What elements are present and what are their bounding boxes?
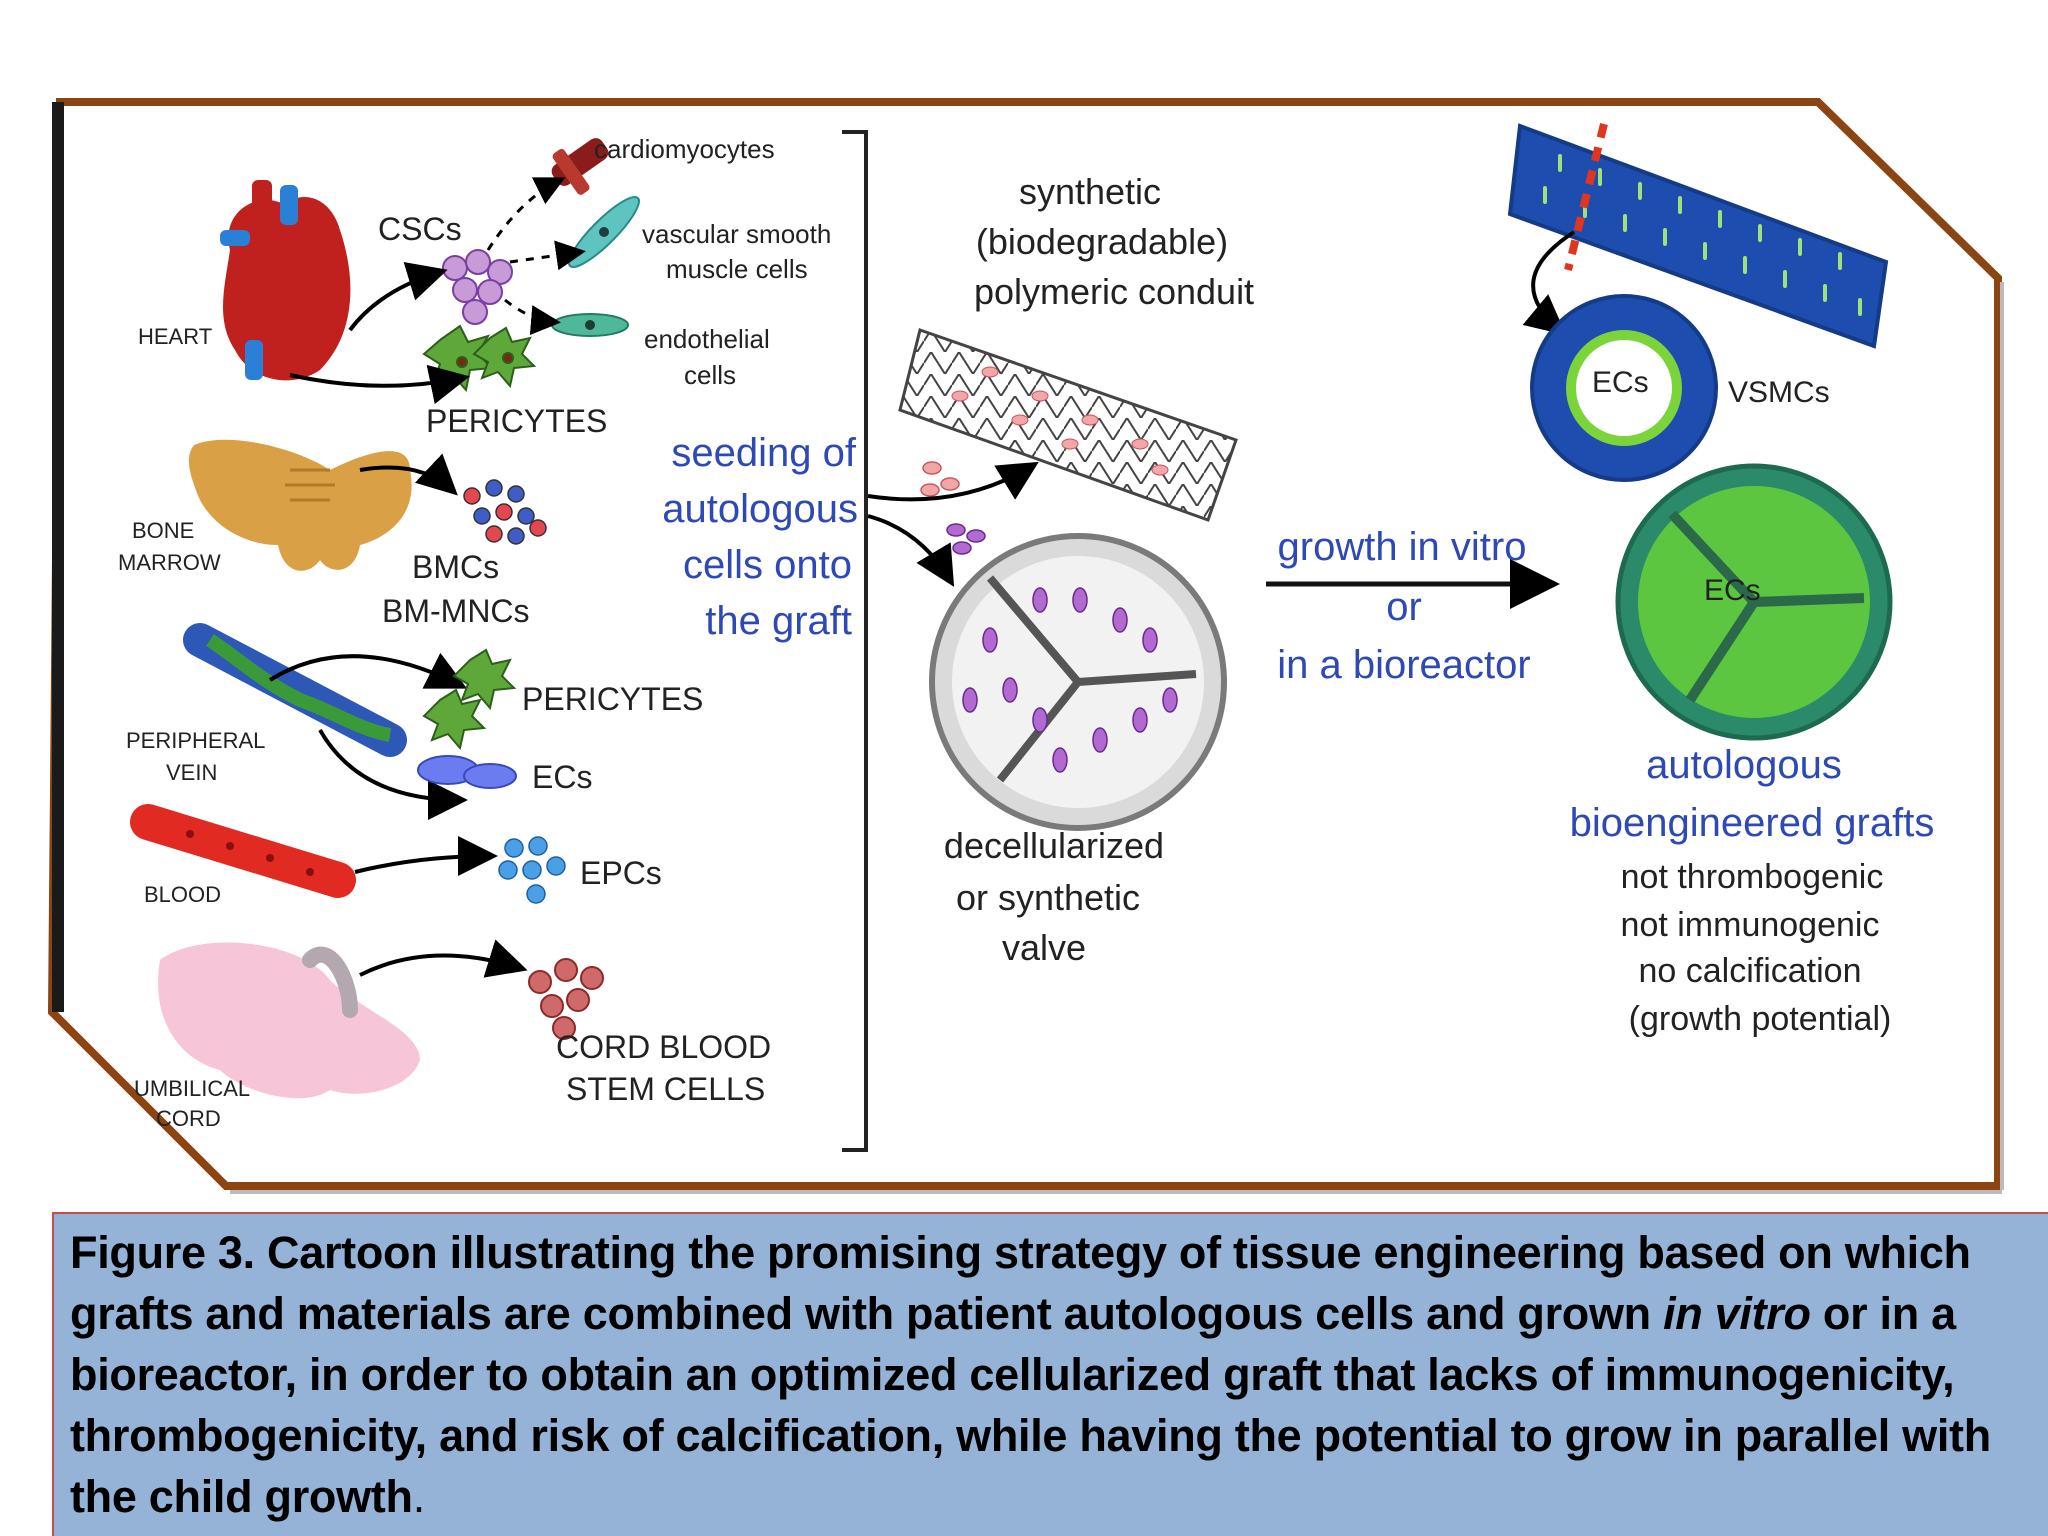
peripheral-vein-label-1: PERIPHERAL bbox=[126, 728, 265, 753]
svg-text:bioengineered grafts: bioengineered grafts bbox=[1570, 801, 1935, 845]
bone-marrow-label-1: BONE bbox=[132, 518, 194, 543]
cord-blood-label-1: CORD BLOOD bbox=[556, 1029, 771, 1065]
svg-text:polymeric conduit: polymeric conduit bbox=[974, 271, 1254, 312]
heart-arrows bbox=[289, 262, 470, 405]
blood-label: BLOOD bbox=[144, 882, 221, 907]
svg-text:cells onto: cells onto bbox=[683, 543, 852, 587]
umbilical-label-2: CORD bbox=[156, 1106, 221, 1131]
svg-text:in a bioreactor: in a bioreactor bbox=[1277, 643, 1530, 687]
seed-cells-pink bbox=[920, 461, 960, 497]
valve-text: decellularized or synthetic valve bbox=[944, 825, 1164, 968]
cardiomyocyte-icon bbox=[551, 138, 609, 195]
cscs-label: CSCs bbox=[378, 211, 462, 247]
bone-marrow-illustration bbox=[188, 439, 412, 571]
bone-marrow-arrow bbox=[359, 453, 458, 496]
blood-arrow bbox=[354, 836, 498, 877]
peripheral-vein-illustration bbox=[183, 623, 407, 757]
pericytes-vein-icon bbox=[422, 648, 517, 751]
cscs-differentiation-arrows bbox=[486, 177, 586, 336]
svg-text:not thrombogenic: not thrombogenic bbox=[1621, 858, 1884, 896]
endothelial-cell-icon bbox=[551, 313, 629, 337]
vessel-cross-section bbox=[1530, 294, 1718, 482]
bmcs-label: BMCs bbox=[412, 549, 499, 585]
umbilical-cord-illustration bbox=[158, 942, 421, 1099]
heart-illustration bbox=[220, 180, 351, 381]
ecs-vessel-label: ECs bbox=[1592, 366, 1649, 399]
cord-blood-label-2: STEM CELLS bbox=[566, 1071, 765, 1107]
bmcs-cluster bbox=[463, 479, 547, 545]
blood-vessel-illustration bbox=[130, 804, 356, 898]
vsmcs-label: VSMCs bbox=[1728, 376, 1830, 409]
result-title: autologous bioengineered grafts bbox=[1570, 743, 1935, 845]
svg-text:or: or bbox=[1386, 585, 1422, 629]
umbilical-arrow bbox=[359, 939, 528, 978]
svg-text:(growth potential): (growth potential) bbox=[1629, 1000, 1892, 1038]
seed-cells-purple bbox=[946, 523, 986, 555]
cardiomyocytes-label: cardiomyocytes bbox=[594, 134, 775, 164]
engineered-valve bbox=[1615, 463, 1893, 741]
polymeric-conduit bbox=[898, 328, 1238, 522]
heart-label: HEART bbox=[138, 324, 212, 349]
engineered-vessel bbox=[1507, 123, 1889, 349]
svg-text:not immunogenic: not immunogenic bbox=[1621, 906, 1880, 944]
decellularized-valve bbox=[929, 533, 1227, 831]
growth-text: growth in vitro or in a bioreactor bbox=[1277, 525, 1530, 687]
seeding-arrows bbox=[867, 461, 1039, 587]
pericytes-heart-label: PERICYTES bbox=[426, 403, 607, 439]
grouping-bracket bbox=[842, 130, 868, 1152]
caption-period: . bbox=[412, 1471, 426, 1522]
figure-caption: Figure 3. Cartoon illustrating the promi… bbox=[70, 1222, 2030, 1527]
svg-text:no calcification: no calcification bbox=[1638, 952, 1861, 990]
umbilical-label-1: UMBILICAL bbox=[134, 1076, 250, 1101]
caption-part-1: Figure 3. Cartoon illustrating the promi… bbox=[70, 1227, 1971, 1339]
vsmc-label-1: vascular smooth bbox=[642, 219, 831, 249]
svg-text:the graft: the graft bbox=[705, 599, 852, 643]
svg-text:or synthetic: or synthetic bbox=[956, 877, 1140, 918]
svg-text:seeding of: seeding of bbox=[671, 431, 856, 475]
endothelial-label-2: cells bbox=[684, 360, 736, 390]
bm-mncs-label: BM-MNCs bbox=[382, 593, 530, 629]
caption-box bbox=[52, 1212, 2048, 1536]
cscs-cluster bbox=[442, 249, 513, 325]
caption-italic: in vitro bbox=[1663, 1288, 1811, 1339]
ecs-vein-label: ECs bbox=[532, 759, 592, 795]
svg-text:autologous: autologous bbox=[1646, 743, 1842, 787]
seeding-text: seeding of autologous cells onto the gra… bbox=[662, 431, 858, 643]
epcs-cluster bbox=[498, 836, 566, 904]
svg-text:synthetic: synthetic bbox=[1019, 171, 1161, 212]
svg-text:autologous: autologous bbox=[662, 487, 858, 531]
svg-text:growth in vitro: growth in vitro bbox=[1278, 525, 1527, 569]
vsmc-label-2: muscle cells bbox=[666, 254, 808, 284]
bone-marrow-label-2: MARROW bbox=[118, 550, 221, 575]
epcs-label: EPCs bbox=[580, 855, 662, 891]
pericytes-vein-label: PERICYTES bbox=[522, 681, 703, 717]
peripheral-vein-label-2: VEIN bbox=[166, 760, 217, 785]
svg-text:valve: valve bbox=[1002, 927, 1086, 968]
cord-blood-cluster bbox=[528, 958, 604, 1040]
caption-part-2: or in a bioreactor, in order to obtain a… bbox=[70, 1288, 1991, 1522]
vein-arrows bbox=[268, 652, 468, 820]
endothelial-label-1: endothelial bbox=[644, 324, 770, 354]
ecs-vein-icon bbox=[417, 755, 517, 789]
svg-text:(biodegradable): (biodegradable) bbox=[976, 221, 1228, 262]
svg-text:decellularized: decellularized bbox=[944, 825, 1164, 866]
conduit-text: synthetic (biodegradable) polymeric cond… bbox=[974, 171, 1254, 312]
result-properties: not thrombogenic not immunogenic no calc… bbox=[1621, 858, 1892, 1038]
ecs-valve-label: ECs bbox=[1704, 574, 1761, 607]
